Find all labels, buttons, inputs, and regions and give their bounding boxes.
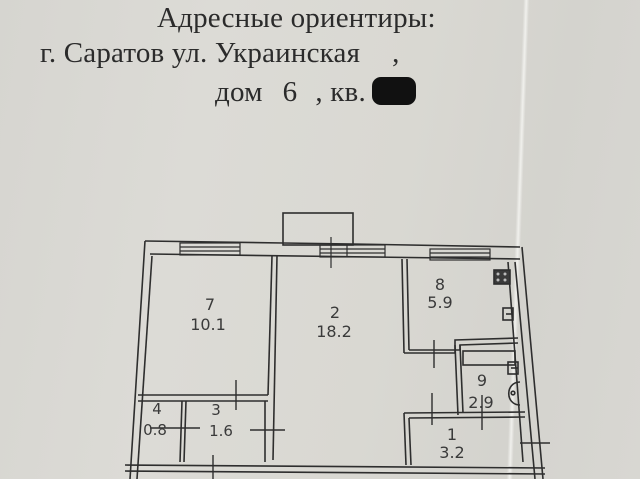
toilet-icon: [507, 381, 521, 406]
address-title: Адресные ориентиры:: [157, 2, 436, 34]
sink-icon: [502, 307, 514, 321]
room-4-number: 4: [152, 400, 162, 418]
room-1-number: 1: [447, 425, 457, 444]
room-7-number: 7: [205, 295, 215, 314]
door-marks: [150, 340, 550, 479]
room-labels: 7 10.1 2 18.2 8 5.9 9 2.9 4 0.8 3 1.6 1 …: [143, 275, 494, 462]
room-8-area: 5.9: [427, 293, 452, 312]
outer-walls: [124, 240, 546, 479]
apartment-number-redaction: [371, 77, 416, 105]
address-city-street: г. Саратов ул. Украинская,: [40, 37, 400, 70]
apartment-label: , кв.: [315, 76, 366, 108]
house-label: дом: [215, 76, 263, 108]
windows: [179, 237, 491, 268]
washbasin-icon: [507, 361, 519, 375]
room-7-area: 10.1: [190, 315, 226, 334]
street-comma: ,: [392, 37, 400, 69]
city-street-text: г. Саратов ул. Украинская: [40, 37, 361, 69]
interior-walls: [138, 255, 526, 466]
house-number: 6: [282, 76, 298, 108]
room-9-number: 9: [477, 371, 487, 390]
bathtub-icon: [462, 350, 516, 366]
room-8-number: 8: [435, 275, 445, 294]
room-4-area: 0.8: [143, 421, 167, 439]
room-3-area: 1.6: [209, 422, 233, 440]
balcony: [282, 212, 354, 246]
room-3-number: 3: [211, 401, 221, 419]
room-2-number: 2: [330, 303, 340, 322]
room-9-area: 2.9: [468, 393, 493, 412]
address-house-apartment: дом 6 , кв.: [215, 76, 416, 109]
stove-icon: [493, 269, 511, 285]
room-2-area: 18.2: [316, 322, 352, 341]
room-1-area: 3.2: [439, 443, 464, 462]
